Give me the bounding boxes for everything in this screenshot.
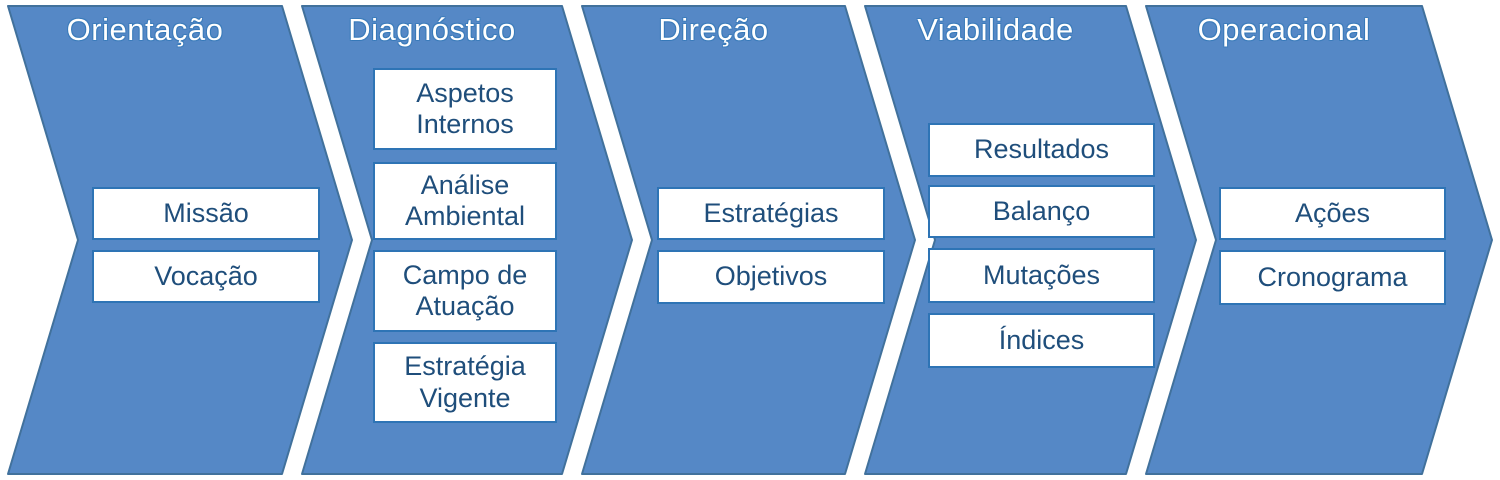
box-estrategia-vigente: Estratégia Vigente [373,342,557,423]
box-objetivos: Objetivos [657,250,885,304]
box-indices: Índices [928,313,1155,368]
stage-title-direcao: Direção [658,12,769,47]
box-aspetos-internos: Aspetos Internos [373,68,557,150]
box-estrategias: Estratégias [657,187,885,240]
chevron-operacional [1145,5,1493,475]
stage-title-operacional: Operacional [1197,12,1371,47]
box-resultados: Resultados [928,123,1155,177]
stage-title-diagnostico: Diagnóstico [348,12,516,47]
box-missao: Missão [92,187,320,240]
box-campo-de-atuacao: Campo de Atuação [373,250,557,332]
box-cronograma: Cronograma [1219,250,1446,305]
stage-title-orientacao: Orientação [66,12,224,47]
stage-title-viabilidade: Viabilidade [917,12,1074,47]
chevron-direcao [581,5,916,475]
box-acoes: Ações [1219,187,1446,240]
box-balanco: Balanço [928,185,1155,238]
box-mutacoes: Mutações [928,248,1155,303]
box-vocacao: Vocação [92,250,320,303]
box-analise-ambiental: Análise Ambiental [373,162,557,240]
chevron-orientacao [7,5,353,475]
